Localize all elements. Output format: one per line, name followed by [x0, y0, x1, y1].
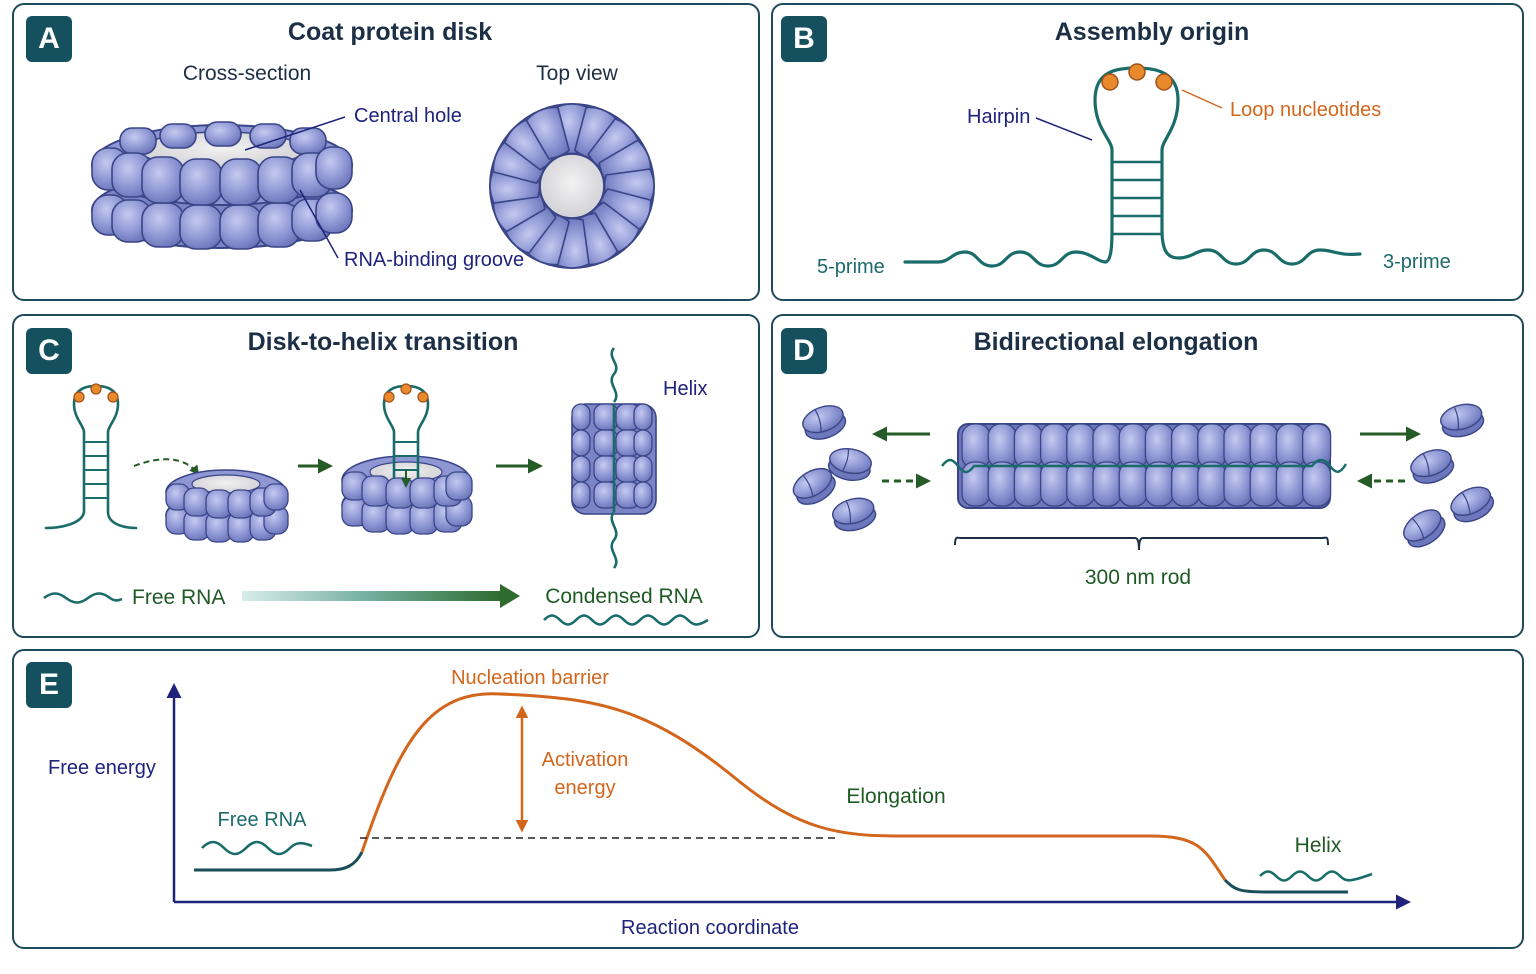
five-prime-label: 5-prime [817, 256, 885, 278]
free-rna-label-e: Free RNA [218, 809, 308, 831]
free-disk [827, 447, 873, 482]
helix-stack [571, 347, 657, 569]
helix-subunit [571, 403, 591, 431]
panel-a-badge: A [26, 16, 72, 62]
rod-subunit [1249, 461, 1279, 507]
free-disk [792, 467, 836, 505]
helix-subunit [571, 455, 591, 483]
assembly-origin-rna [903, 66, 1362, 268]
free-disks [792, 403, 1495, 548]
central-hole-label: Central hole [354, 105, 462, 127]
rod-subunit [1118, 461, 1148, 507]
helix-squiggle-e [1259, 870, 1373, 882]
rod-subunit [1066, 461, 1096, 507]
free-rna-squiggle [43, 592, 123, 604]
rod-subunit [1223, 461, 1253, 507]
panel-b-title: Assembly origin [1055, 18, 1250, 46]
groove-leader [299, 189, 339, 259]
helix-subunit [633, 429, 653, 457]
disk-with-hairpin [341, 383, 473, 535]
gradient-arrow-body [242, 591, 502, 601]
energy-curve-end [1223, 878, 1348, 894]
helix-subunit [633, 481, 653, 509]
helix-subunit [571, 429, 591, 457]
tmv-rod [941, 423, 1348, 509]
panel-e [12, 649, 1524, 949]
rod-length-bracket [954, 536, 1329, 551]
panel-d-title: Bidirectional elongation [974, 328, 1259, 356]
helix-label-c: Helix [663, 378, 707, 400]
energy-curve [360, 692, 1227, 881]
gradient-arrow-head [500, 584, 520, 608]
panel-c-badge: C [26, 328, 72, 374]
loop-label: Loop nucleotides [1230, 99, 1381, 121]
helix-subunit [571, 481, 591, 509]
activation-label-line1: Activation [542, 749, 629, 771]
helix-label-e: Helix [1295, 834, 1342, 857]
rod-subunit [961, 461, 991, 507]
groove-label: RNA-binding groove [344, 249, 524, 271]
dashed-arrow-c1 [133, 458, 200, 476]
rod-subunit [987, 461, 1017, 507]
rod-length-label: 300 nm rod [1085, 566, 1191, 589]
rod-subunit [1144, 461, 1175, 507]
hairpin-label: Hairpin [967, 106, 1030, 128]
loop-leader [1181, 89, 1223, 109]
rod-subunit [1170, 461, 1201, 507]
panel-c-title: Disk-to-helix transition [248, 328, 519, 356]
elongation-label: Elongation [846, 785, 945, 808]
free-rna-squiggle-e [201, 840, 313, 856]
rod-subunit [1092, 461, 1122, 507]
rod-subunit [1301, 461, 1332, 507]
elongation-arrows [872, 426, 1421, 489]
free-disk [1410, 449, 1455, 484]
activation-label-line2: energy [554, 777, 615, 799]
central-hole-leader [244, 116, 346, 151]
disk-c-small [165, 469, 289, 543]
barrier-label: Nucleation barrier [451, 667, 609, 689]
panel-b-badge: B [781, 16, 827, 62]
helix-subunit [633, 455, 653, 483]
rod-subunit [1013, 461, 1044, 507]
free-disk [802, 405, 847, 440]
free-disk [1403, 509, 1446, 548]
top-view-label: Top view [536, 62, 619, 85]
panel-a-title: Coat protein disk [288, 18, 492, 46]
free-disk [1440, 403, 1485, 438]
rod-subunit [1039, 461, 1070, 507]
rod-subunit [1275, 461, 1306, 507]
disk-top-view [489, 103, 655, 269]
helix-subunit [633, 403, 653, 431]
panel-d-badge: D [781, 328, 827, 374]
loop-nucleotides [1101, 63, 1173, 91]
hairpin-leader [1035, 117, 1093, 141]
free-disk [832, 497, 877, 532]
condensed-rna-squiggle [543, 614, 709, 626]
y-axis-label: Free energy [48, 757, 156, 779]
cross-section-label: Cross-section [183, 62, 311, 85]
panel-e-badge: E [26, 662, 72, 708]
panel-b [771, 3, 1524, 301]
x-axis-label: Reaction coordinate [621, 917, 799, 939]
rod-subunit [1197, 461, 1227, 507]
free-hairpin [44, 383, 138, 530]
free-rna-label-c: Free RNA [132, 586, 225, 609]
disk-cross-section [91, 121, 353, 250]
three-prime-label: 3-prime [1383, 251, 1451, 273]
energy-curve-start [194, 851, 364, 872]
free-disk [1450, 486, 1495, 523]
condensed-rna-label: Condensed RNA [545, 585, 703, 608]
